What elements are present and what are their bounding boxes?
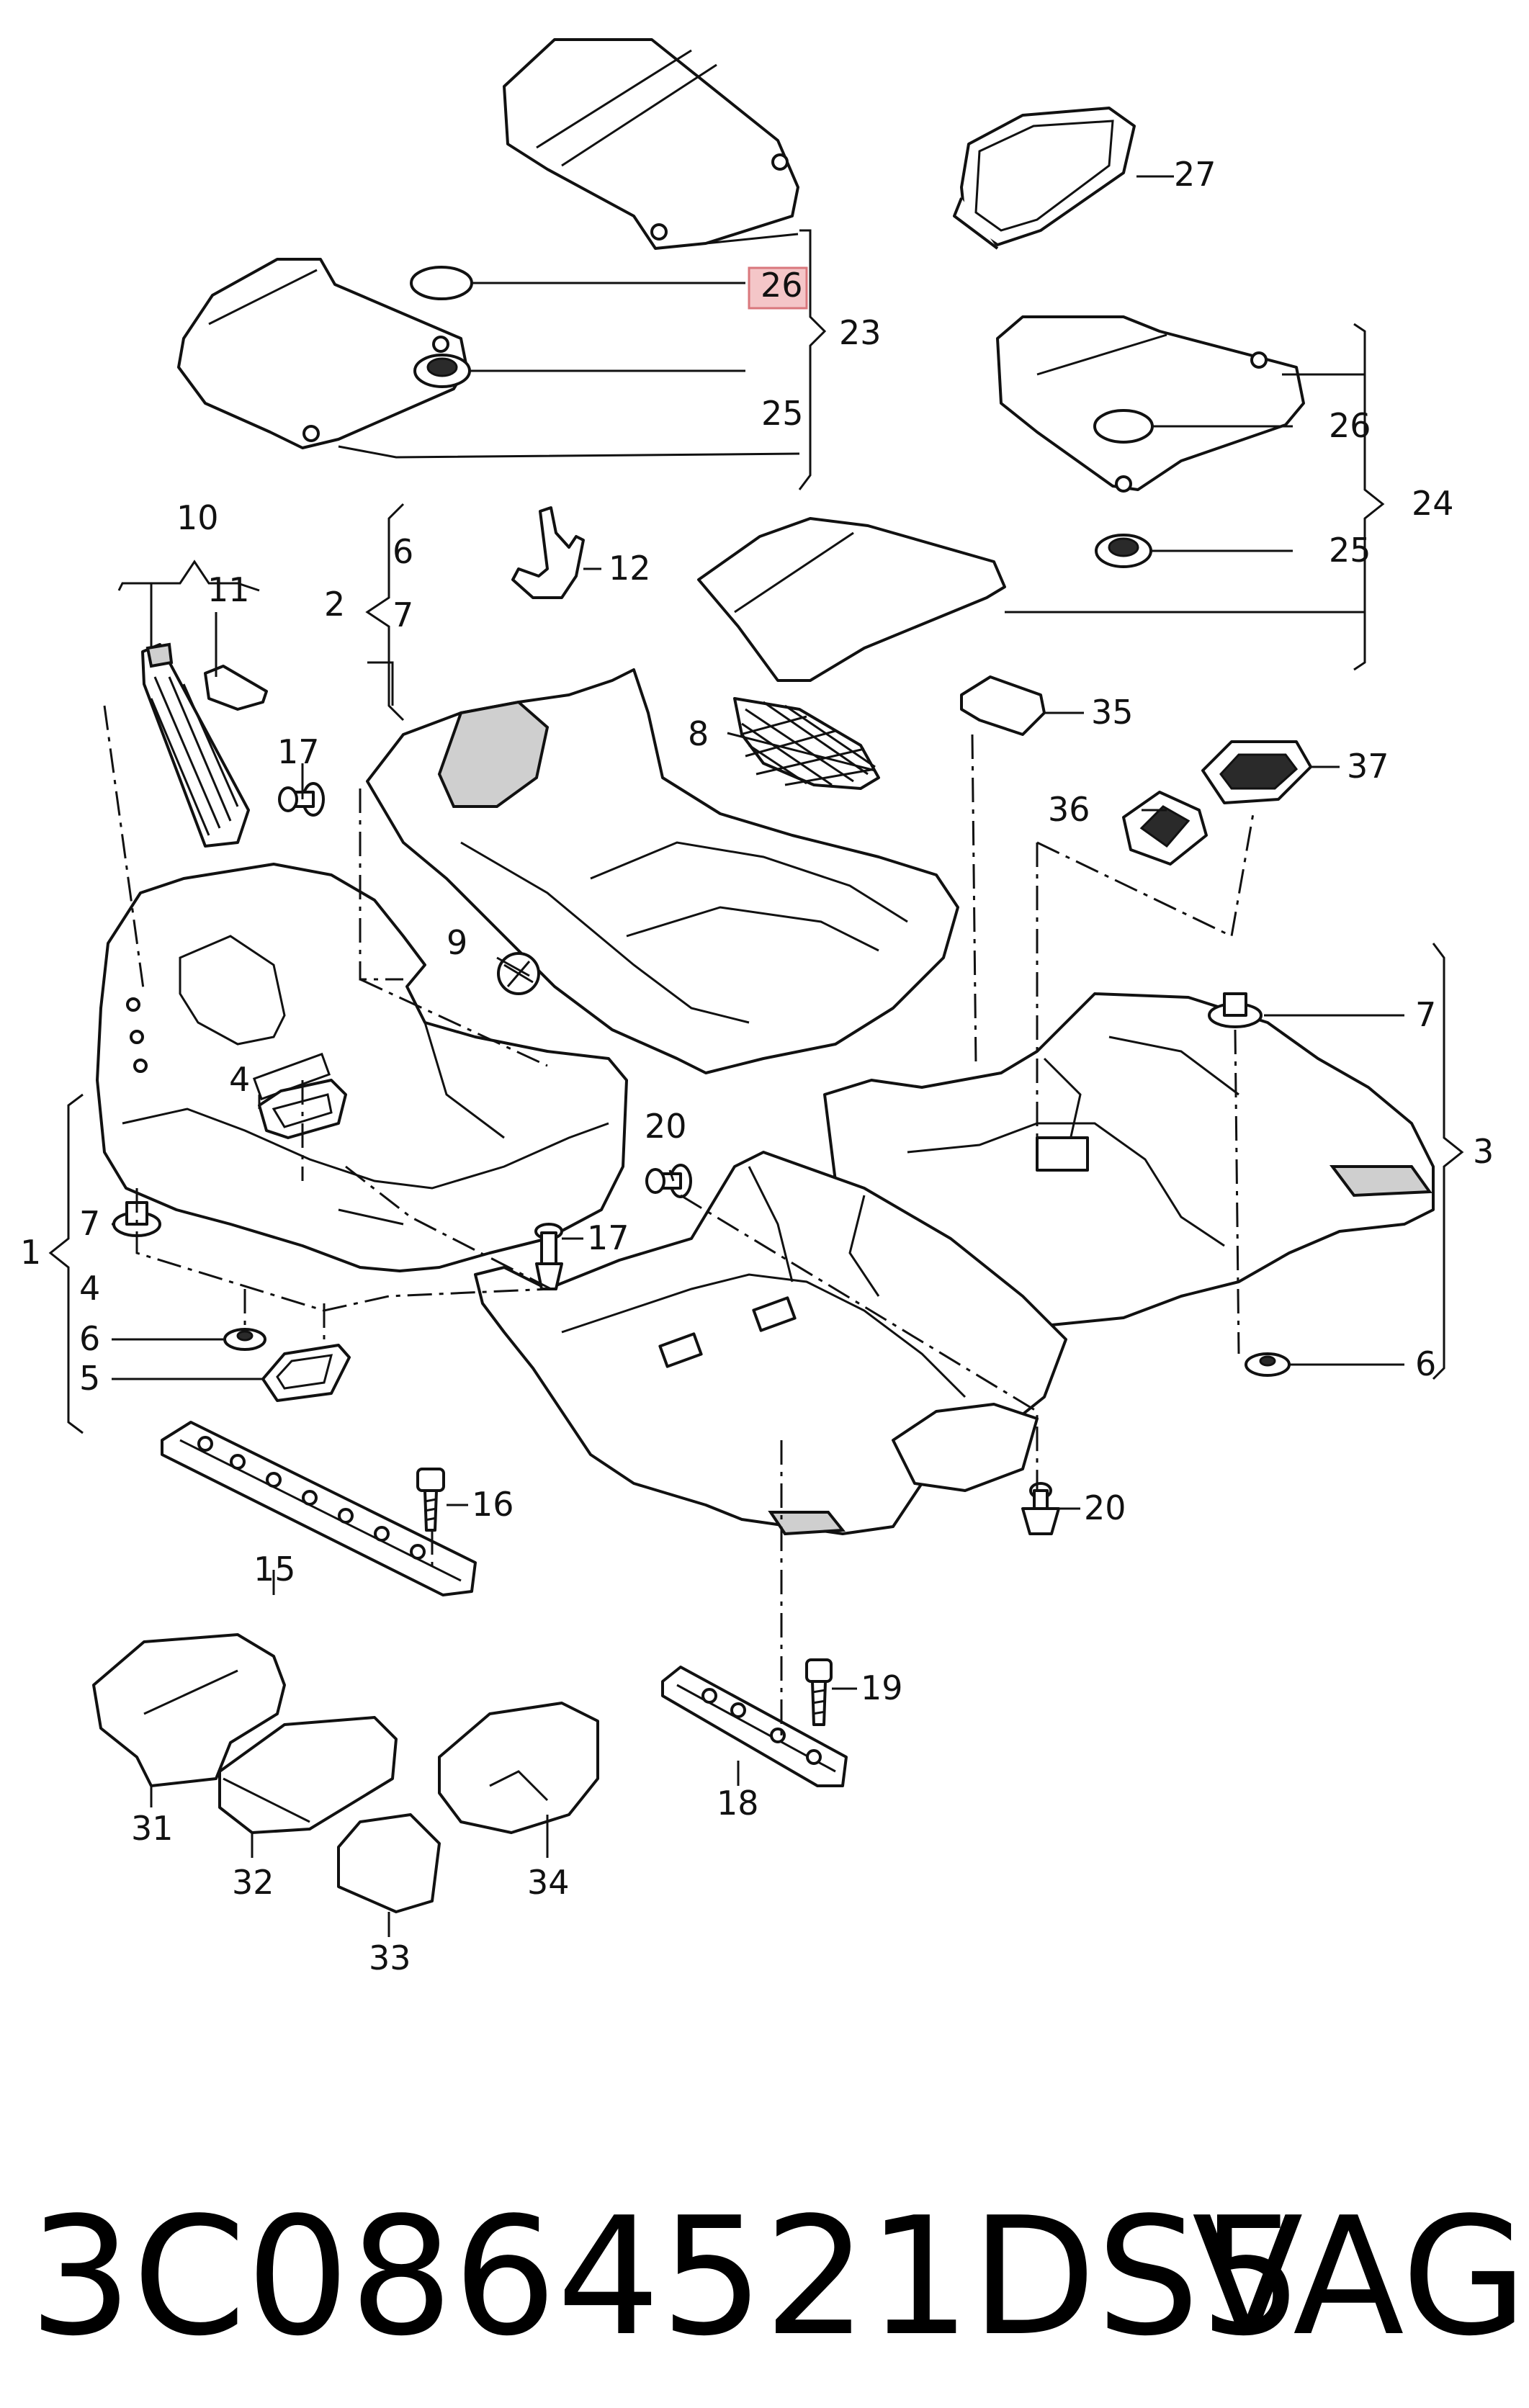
clip-9 bbox=[497, 952, 540, 995]
callout-18: 18 bbox=[717, 1784, 759, 1823]
callout-6-left: 6 bbox=[79, 1319, 100, 1358]
callout-labels: 26 23 25 27 26 24 25 10 11 6 2 7 12 8 35… bbox=[20, 155, 1494, 1977]
floor-mat-rear-left bbox=[697, 517, 1006, 682]
callout-34: 34 bbox=[527, 1863, 570, 1902]
callout-36: 36 bbox=[1048, 790, 1090, 829]
highlight-box-26 bbox=[748, 266, 808, 310]
foam-block-34 bbox=[438, 1702, 599, 1834]
callout-32: 32 bbox=[232, 1863, 274, 1902]
pad-37 bbox=[1201, 740, 1312, 804]
callout-12: 12 bbox=[609, 549, 651, 588]
callout-2: 2 bbox=[324, 585, 345, 624]
storage-net-8 bbox=[733, 697, 880, 790]
footer: 3C0864521DS5 VAG bbox=[0, 2175, 1529, 2391]
clip-12 bbox=[511, 506, 585, 599]
foam-block-33 bbox=[337, 1813, 441, 1913]
foam-block-32 bbox=[218, 1716, 398, 1834]
callout-5: 5 bbox=[79, 1359, 100, 1398]
braces bbox=[48, 229, 1464, 1434]
callout-8: 8 bbox=[688, 714, 709, 753]
callout-4-lower: 4 bbox=[79, 1269, 100, 1308]
grommet-25-lower bbox=[1095, 534, 1152, 568]
plug-5 bbox=[261, 1344, 351, 1402]
screw-19 bbox=[805, 1658, 833, 1726]
assembly-lines bbox=[103, 705, 1255, 1735]
grommet-7-right bbox=[1208, 992, 1263, 1028]
callout-24: 24 bbox=[1412, 484, 1454, 523]
callout-11: 11 bbox=[207, 570, 250, 609]
clip-26-upper bbox=[410, 266, 473, 300]
callout-17-upper: 17 bbox=[277, 732, 320, 771]
callout-35: 35 bbox=[1091, 693, 1134, 732]
callout-23: 23 bbox=[839, 313, 882, 352]
callout-33: 33 bbox=[369, 1938, 411, 1977]
callout-26-upper: 26 bbox=[761, 266, 803, 305]
foam-block-31 bbox=[92, 1633, 286, 1787]
pad-36 bbox=[1122, 791, 1208, 866]
callout-3: 3 bbox=[1473, 1132, 1494, 1171]
grommet-6-right bbox=[1245, 1352, 1291, 1377]
grommet-6-left bbox=[223, 1328, 266, 1351]
callout-26-lower: 26 bbox=[1329, 406, 1371, 445]
cover-35 bbox=[960, 675, 1046, 736]
callout-9: 9 bbox=[447, 923, 467, 962]
callout-10: 10 bbox=[176, 498, 219, 537]
callout-15: 15 bbox=[254, 1550, 296, 1589]
callout-16: 16 bbox=[472, 1485, 514, 1524]
floor-mat-rear-right bbox=[996, 315, 1305, 493]
push-pin-20-upper bbox=[645, 1164, 692, 1198]
callout-7-right: 7 bbox=[1415, 995, 1436, 1034]
carpet-tunnel-2 bbox=[366, 668, 959, 1074]
callout-6-right: 6 bbox=[1415, 1344, 1436, 1383]
push-pin-20-lower bbox=[1021, 1482, 1060, 1535]
trim-panel-10 bbox=[141, 642, 250, 848]
callout-31: 31 bbox=[131, 1809, 174, 1848]
brand: VAG bbox=[1192, 2183, 1528, 2372]
callout-20-upper: 20 bbox=[645, 1107, 687, 1146]
callout-27: 27 bbox=[1174, 155, 1216, 194]
screw-16 bbox=[416, 1468, 445, 1532]
push-pin-17-lower bbox=[534, 1223, 563, 1290]
leader-lines bbox=[112, 175, 1404, 1937]
floor-mat-rear-27 bbox=[953, 107, 1136, 250]
callout-20-lower: 20 bbox=[1084, 1488, 1126, 1527]
callout-19: 19 bbox=[861, 1668, 903, 1707]
callout-17-lower: 17 bbox=[587, 1218, 629, 1257]
callout-1: 1 bbox=[20, 1233, 41, 1272]
callout-4-upper: 4 bbox=[229, 1060, 250, 1099]
carpet-front-lower bbox=[474, 1151, 1067, 1536]
part-number: 3C0864521DS5 bbox=[29, 2183, 1304, 2372]
callout-25-upper: 25 bbox=[761, 394, 804, 433]
trim-11 bbox=[204, 665, 268, 711]
bracket-rail-18 bbox=[661, 1666, 848, 1787]
callout-6-top: 6 bbox=[393, 532, 413, 571]
clip-26-lower bbox=[1093, 409, 1154, 444]
push-pin-17-upper bbox=[278, 782, 325, 817]
callout-7-top: 7 bbox=[393, 596, 413, 634]
floor-mat-front-right bbox=[503, 38, 799, 250]
callout-7-left: 7 bbox=[79, 1204, 100, 1243]
callout-37: 37 bbox=[1347, 747, 1389, 786]
bracket-rail-15 bbox=[161, 1421, 477, 1596]
grommet-25-upper bbox=[413, 354, 471, 388]
callout-25-lower: 25 bbox=[1329, 531, 1371, 570]
